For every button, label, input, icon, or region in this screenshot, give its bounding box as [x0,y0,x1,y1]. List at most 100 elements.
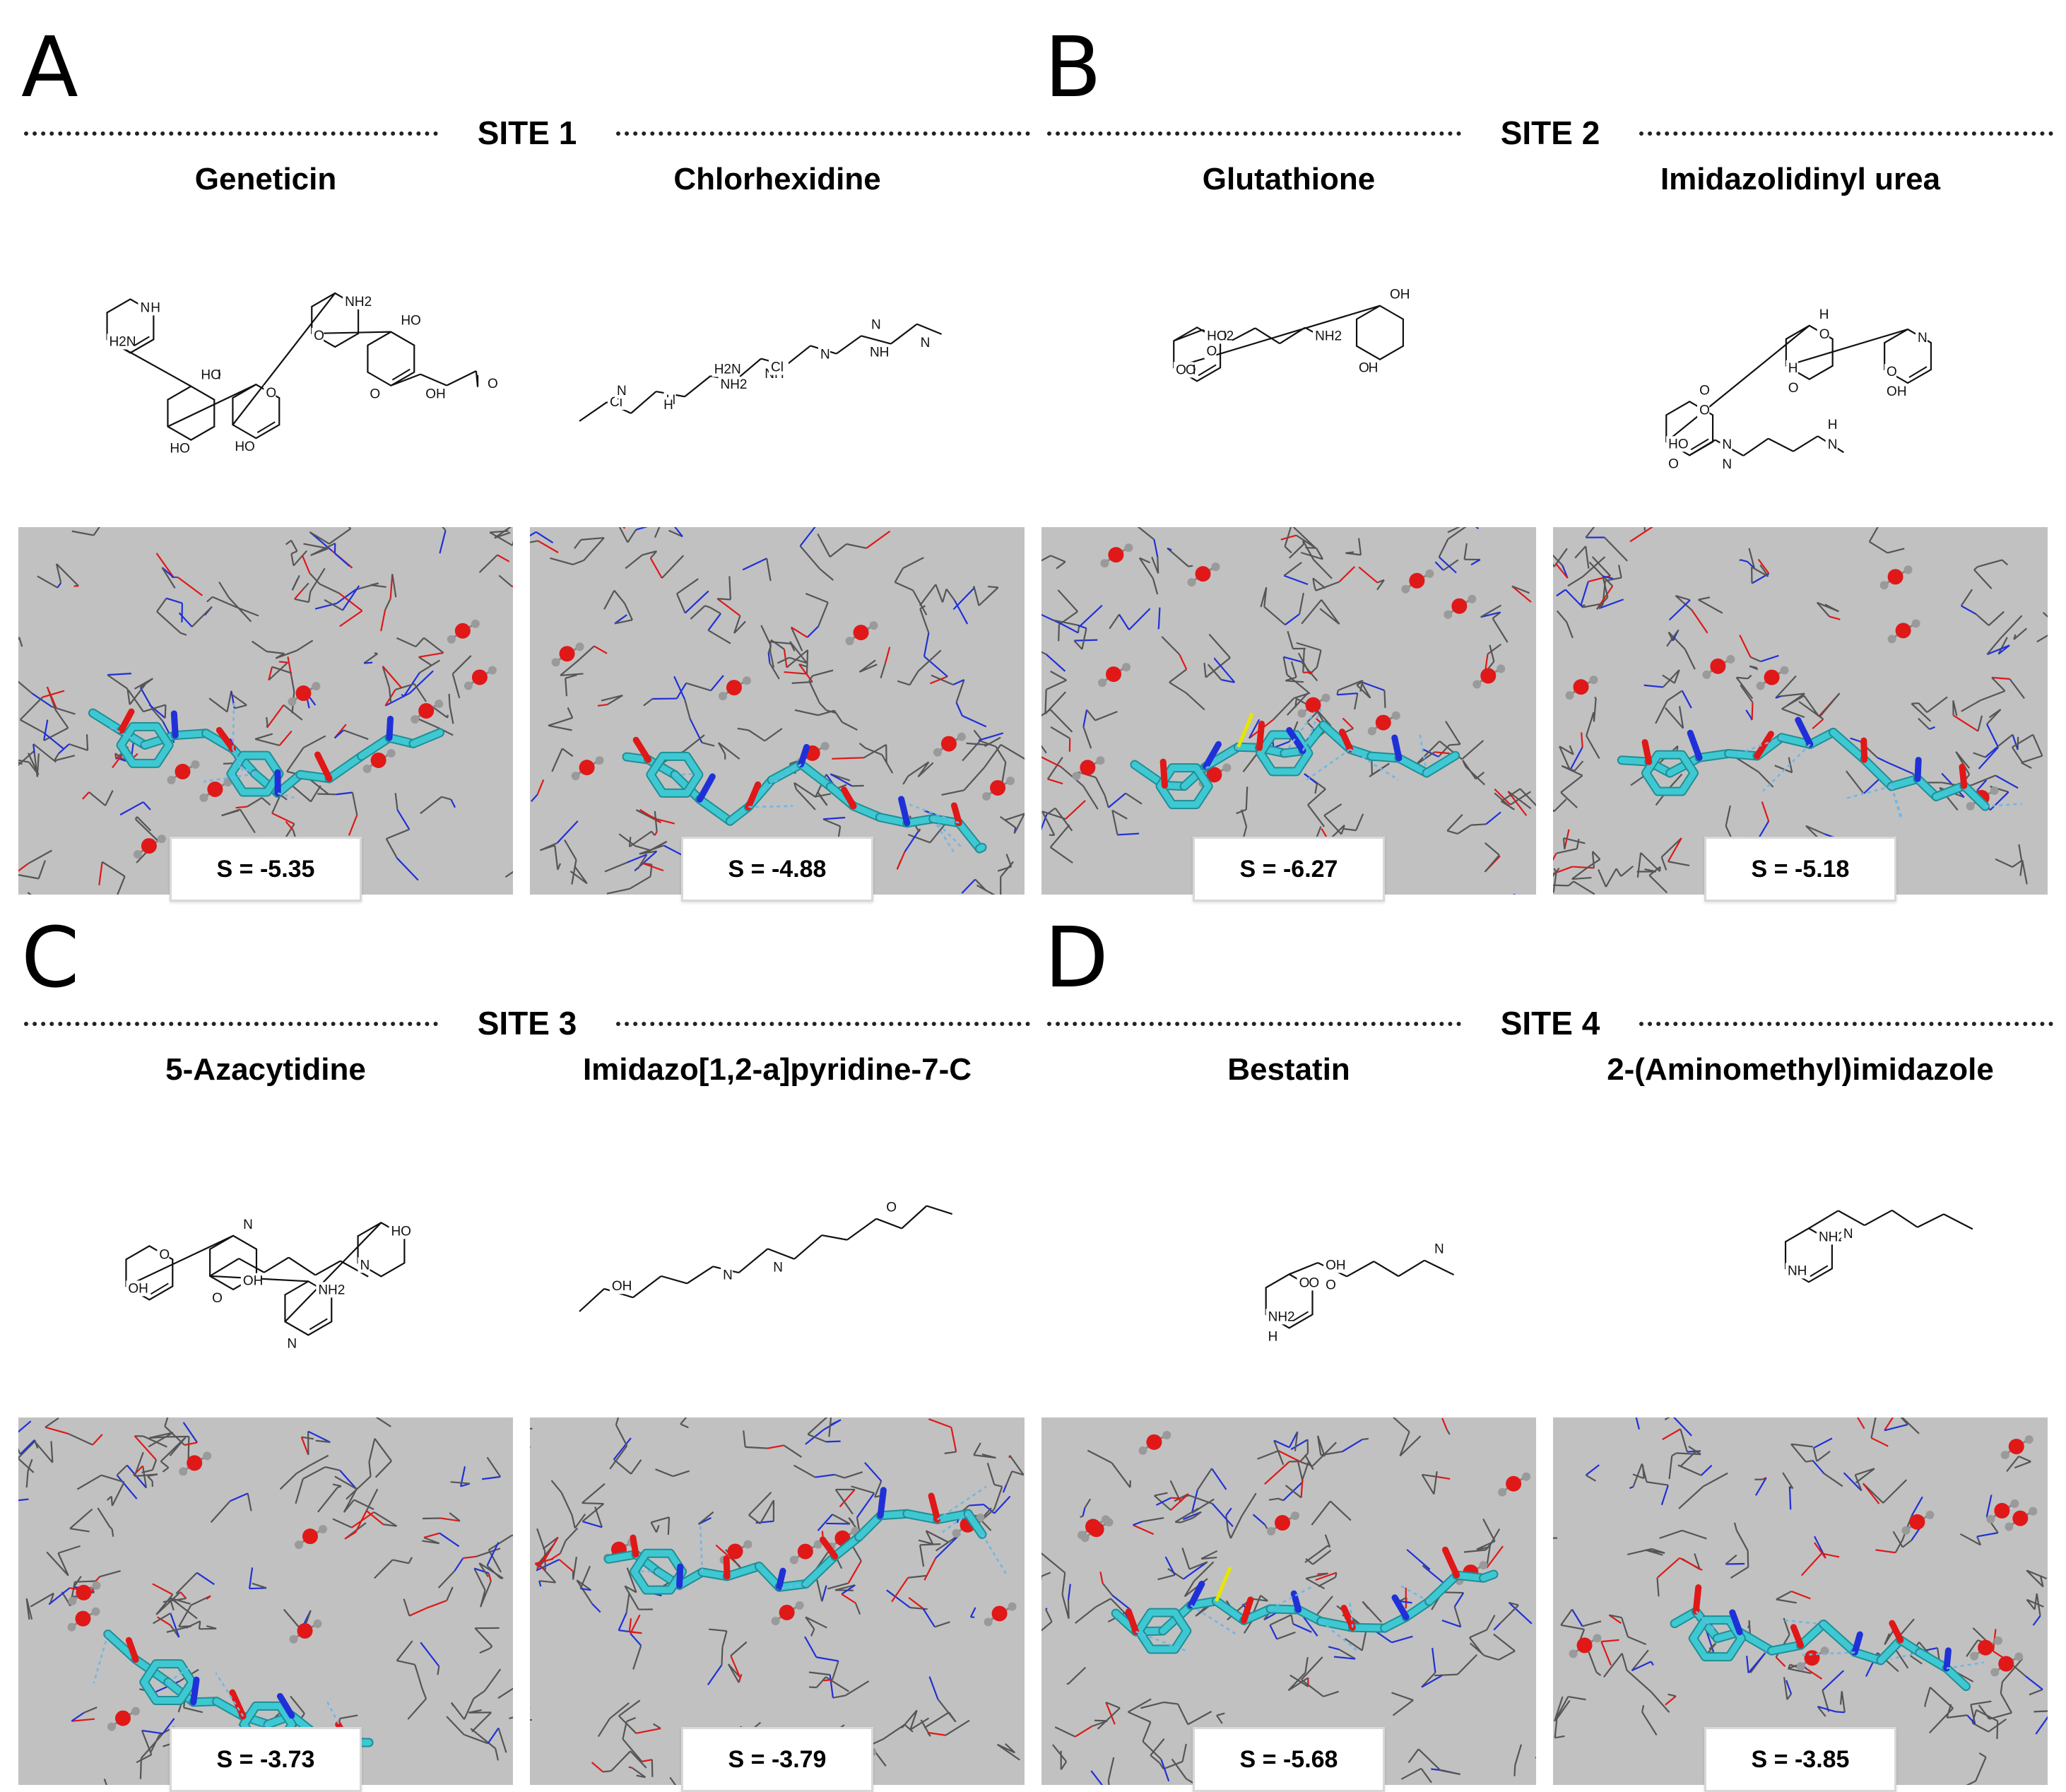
structure-drawing: HOHHHOHNNNNOOOONNHOOH [1553,209,2048,520]
atom-label: O [266,386,276,401]
panel-letter: B [1044,25,1102,109]
compound-name: Imidazo[1,2-a]pyridine-7-C [530,1050,1025,1090]
score-box: S = -4.88 [681,837,873,902]
atom-label: OH [425,387,446,401]
atom-label: N [1722,437,1732,452]
site-label: SITE 2 [1461,112,1639,154]
atom-label: NH [870,346,889,360]
atom-label: Cl [771,360,784,375]
docking-score: S = -5.18 [1706,839,1894,900]
score-box: S = -5.18 [1704,837,1896,902]
structure-drawing: OHONHSSNH2HONH2OOHONOHOO [1041,209,1536,520]
atom-label: HO [1207,329,1227,343]
atom-label: H [663,398,673,413]
atom-label: O [1299,1275,1310,1290]
dotted-divider [24,131,438,136]
atom-label: OH [1887,384,1907,399]
chemical-structure: HOHHHOHNNNNOOOONNHOOH [1553,209,2048,520]
panel-letter: D [1044,916,1109,999]
atom-label: OH [1326,1258,1346,1273]
site-label: SITE 4 [1461,1002,1639,1044]
dotted-divider [1047,131,1461,136]
atom-label: OH [612,1279,632,1294]
atom-label: O [1788,381,1799,396]
atom-label: O [1668,456,1679,471]
compound-name: 5-Azacytidine [18,1050,513,1090]
structure-drawing: ClNH2NHNNHH2NNNHNHCl [530,209,1025,520]
atom-label: HO [391,1224,411,1239]
site-header: SITE 4 [1041,1002,2059,1044]
atom-label: H [1828,418,1838,432]
docking-score: S = -3.79 [683,1729,871,1790]
atom-label: HO [401,314,421,329]
compound-name: Glutathione [1041,160,1536,199]
atom-label: O [159,1247,170,1262]
atom-label: O [1699,383,1710,398]
atom-label: N [773,1261,783,1275]
atom-label: O [314,329,324,343]
atom-label: O [1359,361,1369,376]
site-header: SITE 1 [18,112,1036,154]
atom-label: O [1326,1278,1336,1292]
panel-letter: C [21,916,79,999]
atom-label: NH2 [345,295,372,310]
score-box: S = -5.68 [1193,1727,1385,1792]
docking-score: S = -5.35 [172,839,360,900]
atom-label: N [617,384,627,399]
compound-name: 2-(Aminomethyl)imidazole [1553,1050,2048,1090]
structure-drawing: OH N N O [530,1100,1025,1410]
dotted-divider [1639,1022,2053,1026]
atom-label: H2N [714,362,741,377]
atom-label: H2N [109,334,136,349]
atom-label: OH [1390,288,1410,302]
compound-name: Chlorhexidine [530,160,1025,199]
atom-label: OH [243,1274,264,1289]
atom-label: NH2 [1268,1309,1295,1324]
atom-label: H [1819,307,1829,322]
structure-drawing: H2NOHHOOHHOOONH2OHOOHOH2NNHHO [18,209,513,520]
dotted-divider [1047,1022,1461,1026]
score-box: S = -3.73 [170,1727,362,1792]
score-box: S = -3.85 [1704,1727,1896,1792]
atom-label: N [360,1258,370,1273]
compound-name: Geneticin [18,160,513,199]
atom-label: OH [128,1281,148,1296]
atom-label: O [886,1201,897,1215]
atom-label: NH2 [318,1283,345,1297]
atom-label: N [1843,1227,1853,1242]
atom-label: O [1699,403,1710,418]
atom-label: N [1828,437,1838,452]
atom-label: N [1722,457,1732,472]
atom-label: HO [201,368,221,383]
site-header: SITE 3 [18,1002,1036,1044]
docking-score: S = -3.85 [1706,1729,1894,1790]
dotted-divider [1639,131,2053,136]
panel-letter: A [21,25,78,109]
atom-label: N [1434,1242,1444,1257]
atom-label: N [820,347,830,362]
atom-label: N [871,317,881,332]
atom-label: O [212,1291,223,1306]
chemical-structure: OH N N O [530,1100,1025,1410]
atom-label: O [1207,344,1217,359]
atom-label: N [287,1336,297,1351]
site-label: SITE 3 [438,1002,616,1044]
atom-label: O [1819,327,1830,342]
compound-card: Imidazolidinyl urea HOHHHOHNNNNOOOONNHOO… [1553,160,2048,888]
atom-label: N [723,1268,733,1283]
score-box: S = -5.35 [170,837,362,902]
atom-label: NH [1788,1263,1807,1278]
atom-label: HO [1668,437,1689,452]
docking-score: S = -3.73 [172,1729,360,1790]
compound-card: Geneticin H2NOHHOOHHOOONH2OHOOHOH2NNHHO … [18,160,513,888]
dotted-divider [616,131,1030,136]
atom-label: O [1887,365,1897,379]
